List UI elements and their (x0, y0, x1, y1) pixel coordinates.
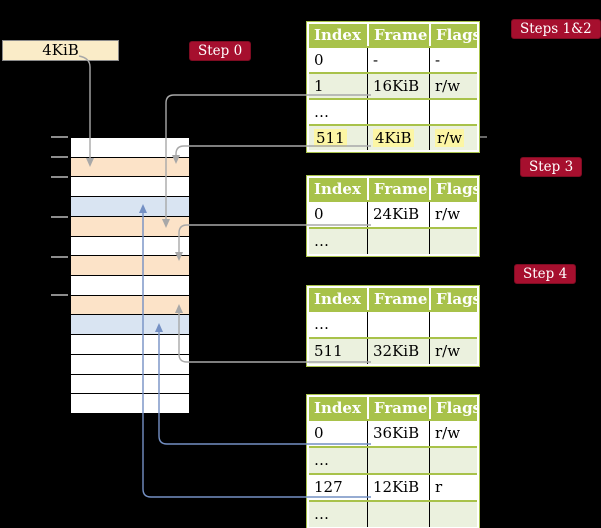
cell-flags (429, 100, 477, 124)
header-index: Index (314, 290, 361, 308)
header-index: Index (314, 399, 361, 417)
header-flags: Flags (429, 397, 477, 419)
table-row: … (309, 227, 477, 254)
header-frame: Frame (367, 178, 429, 200)
table-row: 511 32KiB r/w (309, 337, 477, 364)
cell-index: … (314, 505, 329, 523)
cell-frame: 32KiB (367, 339, 429, 364)
memory-stack-tick (51, 216, 68, 218)
cell-flags: r/w (429, 74, 477, 98)
table-row: 0 24KiB r/w (309, 200, 477, 227)
cell-frame: - (367, 48, 429, 72)
cell-frame: 16KiB (367, 74, 429, 98)
header-flags: Flags (429, 178, 477, 200)
memory-row-8 (71, 294, 189, 315)
header-frame: Frame (367, 397, 429, 419)
table-header: Index Frame Flags (309, 24, 477, 46)
table-header: Index Frame Flags (309, 288, 477, 310)
steps-1-2-label: Steps 1&2 (511, 19, 601, 39)
memory-stack-tick (51, 176, 68, 178)
memory-row-13 (71, 393, 189, 414)
step4-label: Step 4 (514, 264, 577, 284)
table-row: 0 36KiB r/w (309, 419, 477, 446)
header-frame: Frame (367, 288, 429, 310)
cell-index: … (314, 103, 329, 121)
cell-frame (367, 448, 429, 473)
header-flags: Flags (429, 288, 477, 310)
cell-index: 127 (314, 478, 343, 496)
memory-stack-tick (51, 294, 68, 296)
memory-row-2 (71, 176, 189, 197)
memory-row-12 (71, 373, 189, 394)
table-row: … (309, 446, 477, 473)
cell-index: 511 (314, 342, 343, 360)
cell-frame (367, 100, 429, 124)
header-frame: Frame (367, 24, 429, 46)
memory-row-10 (71, 334, 189, 354)
page-table-steps-1-2: Index Frame Flags 0 - - 1 16KiB r/w … 51… (306, 21, 480, 153)
header-index: Index (314, 26, 361, 44)
frame-4kib-box: 4KiB (2, 40, 119, 61)
memory-row-5 (71, 235, 189, 256)
cell-index: 511 (314, 129, 347, 147)
page-table-step-3: Index Frame Flags 0 24KiB r/w … (306, 175, 480, 257)
cell-flags (429, 312, 477, 337)
cell-frame: 4KiB (367, 126, 429, 150)
cell-index: 0 (314, 51, 324, 69)
cell-frame (367, 229, 429, 254)
memory-row-6 (71, 255, 189, 276)
cell-flags (429, 502, 477, 527)
memory-row-0 (71, 138, 189, 157)
memory-row-7 (71, 275, 189, 295)
table-row: … (309, 310, 477, 337)
memory-stack-tick (51, 136, 68, 138)
cell-frame: 12KiB (367, 475, 429, 500)
memory-stack-tick (51, 256, 68, 258)
cell-index: 0 (314, 205, 324, 223)
cell-flags (429, 448, 477, 473)
cell-index: … (314, 232, 329, 250)
table-header: Index Frame Flags (309, 397, 477, 419)
cell-flags: r/w (429, 126, 477, 150)
memory-row-11 (71, 353, 189, 374)
table-row: 1 16KiB r/w (309, 72, 477, 98)
step3-label: Step 3 (520, 157, 583, 177)
cell-flags: r/w (429, 202, 477, 227)
table-row: … (309, 98, 477, 124)
cell-frame: 24KiB (367, 202, 429, 227)
memory-row-3 (71, 196, 189, 216)
table-row: 0 - - (309, 46, 477, 72)
cell-frame (367, 502, 429, 527)
table-row: … (309, 500, 477, 527)
page-table-step-4: Index Frame Flags … 511 32KiB r/w (306, 285, 480, 367)
cell-flags (429, 229, 477, 254)
cell-index: 1 (314, 77, 324, 95)
memory-row-9 (71, 314, 189, 335)
cell-flags: r/w (429, 421, 477, 446)
table-row-highlighted: 511 4KiB r/w (309, 124, 477, 150)
memory-stack-tick (51, 156, 68, 158)
cell-index: … (314, 315, 329, 333)
memory-row-1 (71, 156, 189, 177)
cell-index: 0 (314, 424, 324, 442)
step0-label: Step 0 (189, 41, 252, 61)
cell-flags: r/w (429, 339, 477, 364)
table-header: Index Frame Flags (309, 178, 477, 200)
physical-memory-stack (70, 137, 190, 414)
table-row: 127 12KiB r (309, 473, 477, 500)
memory-row-4 (71, 215, 189, 236)
cell-flags: r (429, 475, 477, 500)
cell-frame (367, 312, 429, 337)
cell-flags: - (429, 48, 477, 72)
header-index: Index (314, 180, 361, 198)
page-table-final: Index Frame Flags 0 36KiB r/w … 127 12Ki… (306, 394, 480, 528)
header-flags: Flags (429, 24, 477, 46)
cell-index: … (314, 451, 329, 469)
cell-frame: 36KiB (367, 421, 429, 446)
